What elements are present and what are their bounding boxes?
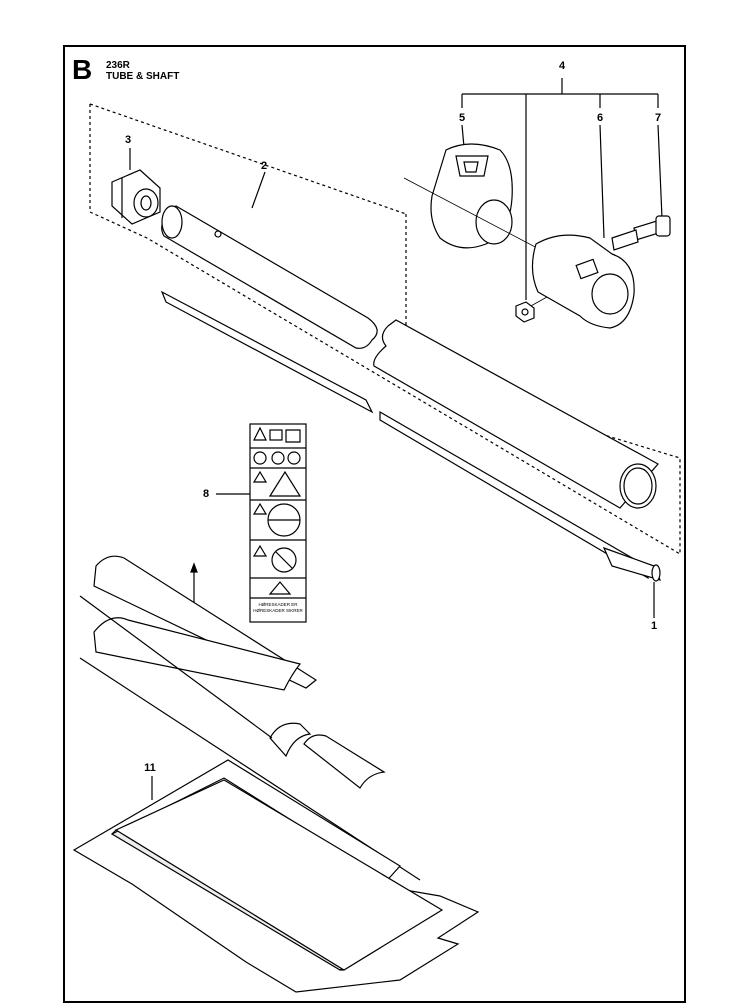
- callout-11: 11: [144, 762, 156, 774]
- group-outline-top: [89, 103, 407, 215]
- hex-nut: [515, 301, 535, 323]
- part-7-bolt: [611, 215, 671, 251]
- assembly-axis: [403, 177, 561, 261]
- callout-5: 5: [458, 112, 466, 124]
- callout-8: 8: [202, 488, 210, 500]
- part-8-warning-decal: HØRESKADER ER HØRESKADER SIKRER: [249, 423, 307, 623]
- part-11-sheet: [72, 759, 480, 993]
- part-3-sleeve: [111, 169, 161, 225]
- part-2-tube-lower: [373, 319, 659, 509]
- leader-6: [599, 124, 605, 239]
- part-5-clamp: [430, 143, 513, 249]
- callout-4-bracket: [461, 78, 659, 300]
- part-2-tube-upper: [161, 205, 378, 349]
- shaft-upper: [160, 290, 374, 414]
- page-title: TUBE & SHAFT: [106, 71, 180, 82]
- model-label: 236R: [106, 60, 130, 71]
- tube-decal-placement: [93, 555, 386, 789]
- leader-7: [657, 124, 663, 219]
- decal-text-line2: HØRESKADER SIKRER: [253, 608, 303, 613]
- callout-6: 6: [596, 112, 604, 124]
- part-6-clamp: [531, 234, 635, 329]
- section-letter: B: [72, 54, 93, 85]
- group-outline-dashed: [89, 104, 681, 556]
- callout-7: 7: [654, 112, 662, 124]
- callout-3: 3: [124, 134, 132, 146]
- decal-text-line1: HØRESKADER ER: [258, 602, 298, 607]
- callout-4: 4: [558, 60, 566, 72]
- callout-1: 1: [650, 620, 658, 632]
- callout-2: 2: [260, 160, 268, 172]
- diagram-frame: [63, 45, 686, 1003]
- leader-2: [251, 171, 266, 209]
- shaft-lower: [379, 410, 662, 582]
